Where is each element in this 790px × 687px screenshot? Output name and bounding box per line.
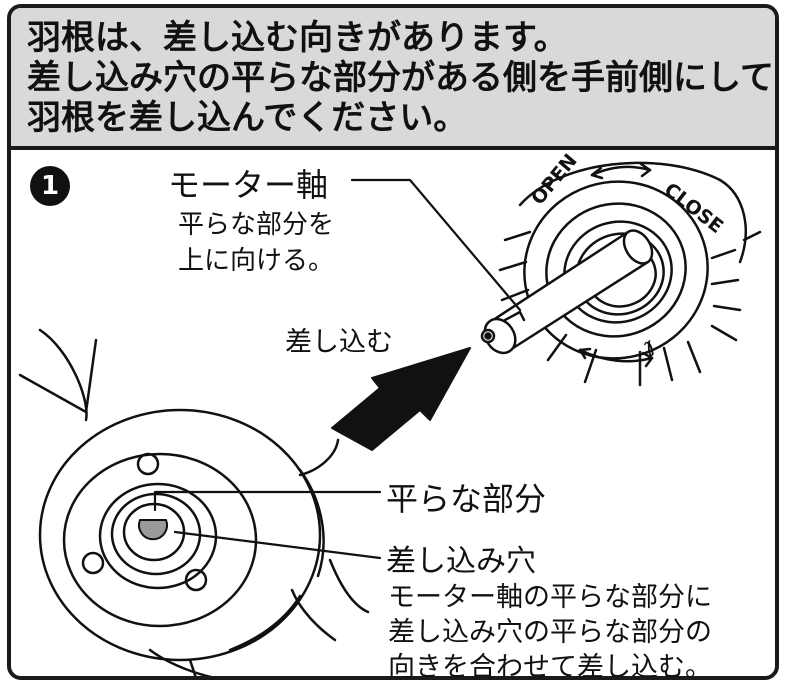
insertion-hole-icon: [138, 519, 168, 541]
leader-insert-hole: [173, 530, 382, 560]
motor-shaft-label: モーター軸: [168, 166, 329, 204]
header-line-3: 羽根を差し込んでください。: [27, 98, 468, 138]
instruction-panel: 羽根は、差し込む向きがあります。 差し込み穴の平らな部分がある側を手前側にして …: [7, 4, 779, 680]
hub-middle-disc: [62, 452, 258, 628]
flat-part-label: 平らな部分: [386, 480, 547, 518]
dial-close-label: CLOSE: [660, 179, 727, 238]
grille-edge: [518, 161, 722, 207]
header-line-2: 差し込み穴の平らな部分がある側を手前側にして: [27, 58, 774, 98]
insert-label: 差し込む: [285, 327, 393, 358]
fan-blade-hub: [18, 328, 370, 676]
leader-motor-shaft: [350, 178, 522, 312]
insert-hole-note-1: モーター軸の平らな部分に: [388, 582, 712, 613]
motor-shaft: [480, 229, 654, 355]
step-number-badge: 1: [30, 166, 70, 206]
leader-flat-part: [153, 490, 382, 512]
header-line-1: 羽根は、差し込む向きがあります。: [27, 18, 568, 58]
leader-lines: [153, 178, 522, 560]
insert-hole-note-3: 向きを合わせて差し込む。: [388, 652, 712, 683]
motor-shaft-note-1: 平らな部分を: [178, 210, 335, 240]
insert-hole-note-2: 差し込み穴の平らな部分の: [388, 617, 712, 648]
insert-arrow: [331, 347, 471, 451]
dial-open-label: OPEN: [527, 150, 582, 209]
motor-shaft-note-2: 上に向ける。: [178, 246, 335, 276]
hub-outer-disc: [38, 408, 322, 662]
insert-hole-label: 差し込み穴: [386, 544, 536, 579]
instruction-header: 羽根は、差し込む向きがあります。 差し込み穴の平らな部分がある側を手前側にして …: [11, 8, 775, 150]
